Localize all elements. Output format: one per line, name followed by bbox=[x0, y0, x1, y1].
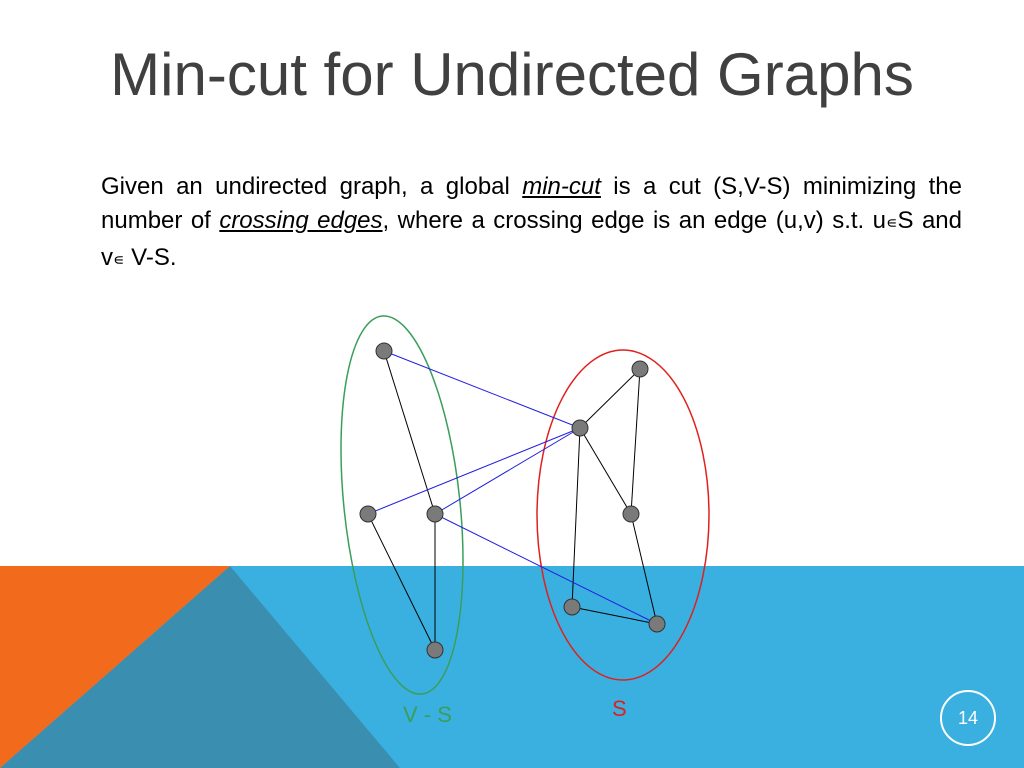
crossing-edge bbox=[383, 350, 581, 429]
element-of-symbol: ∊ bbox=[886, 215, 898, 232]
internal-edge bbox=[571, 606, 658, 625]
graph-node bbox=[648, 615, 666, 633]
s-label: S bbox=[612, 696, 627, 721]
v-minus-s-ellipse bbox=[340, 315, 464, 695]
internal-edge bbox=[367, 513, 436, 651]
crossing-edges-term: crossing edges bbox=[219, 207, 383, 234]
graph-node bbox=[375, 342, 393, 360]
internal-edge bbox=[630, 513, 658, 625]
period: . bbox=[169, 244, 177, 271]
crossing-edge bbox=[434, 427, 581, 515]
graph-node bbox=[426, 641, 444, 659]
text-part-3: , where a crossing edge is an edge (u,v)… bbox=[382, 207, 887, 234]
text-part-2: is a cut (S,V-S) minimizing the number o… bbox=[101, 173, 962, 234]
v-minus-s-label: V - S bbox=[403, 702, 452, 727]
dark-blue-triangle bbox=[0, 566, 400, 768]
graph-node bbox=[622, 505, 640, 523]
graph-node bbox=[631, 360, 649, 378]
page-number: 14 bbox=[957, 707, 979, 728]
graph-node bbox=[563, 598, 581, 616]
crossing-edge bbox=[434, 513, 658, 625]
s-ellipse bbox=[536, 349, 710, 681]
internal-edge bbox=[383, 350, 436, 515]
text-part-5: V-S bbox=[124, 244, 170, 271]
definition-paragraph: Given an undirected graph, a global min-… bbox=[101, 170, 962, 278]
internal-edge bbox=[579, 368, 641, 429]
internal-edge bbox=[579, 427, 632, 515]
internal-edge bbox=[571, 427, 581, 608]
text-part-1: Given an undirected graph, a global bbox=[101, 173, 523, 200]
graph-node bbox=[359, 505, 377, 523]
element-of-symbol: ∊ bbox=[113, 252, 125, 269]
text-part-4: S and v bbox=[101, 207, 963, 271]
graph-node bbox=[426, 505, 444, 523]
orange-triangle bbox=[0, 566, 230, 768]
internal-edge bbox=[630, 368, 641, 515]
slide-title: Min-cut for Undirected Graphs bbox=[110, 41, 914, 108]
page-number-badge: 14 bbox=[940, 690, 996, 746]
min-cut-term: min-cut bbox=[522, 173, 601, 200]
graph-node bbox=[571, 419, 589, 437]
crossing-edge bbox=[367, 427, 581, 515]
